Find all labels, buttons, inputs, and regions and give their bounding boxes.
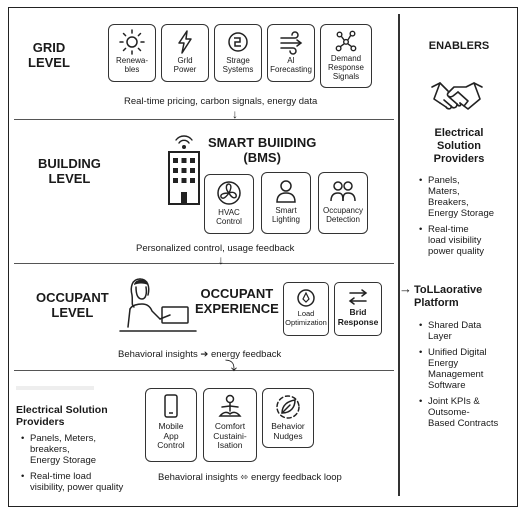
grid-tile-label: Strage Systems [222, 56, 254, 74]
divider-occupant-bottom [14, 370, 394, 371]
placeholder-bar [16, 386, 94, 390]
occupant-caption: Behavioral insights ➔ energy feedback [118, 349, 282, 360]
building-level-label: BUILDING LEVEL [38, 156, 101, 186]
bottom-tile-label: Mobile App Control [157, 421, 185, 450]
divider-grid-building [14, 119, 394, 120]
people-icon [330, 181, 356, 202]
grid-tile-label: Renewa- bles [115, 56, 148, 74]
bottom-providers-heading: Electrical Solution Providers [16, 404, 108, 428]
grid-level-label: GRID LEVEL [28, 40, 70, 70]
fan-icon [217, 181, 241, 205]
building-tile-label: HVAC Control [216, 208, 242, 226]
bottom-tile-nudges: Behavior Nudges [262, 388, 314, 448]
building-tile-label: Occupancy Detection [322, 206, 364, 224]
smart-building-title: SMART BUIIDING (BMS) [208, 135, 317, 165]
grid-tile-storage: Strage Systems [214, 24, 262, 82]
sun-icon [119, 29, 145, 55]
enablers-providers-heading: Electrical Solution Providers [433, 127, 485, 165]
list-item: Shared Data Layer [419, 320, 523, 342]
enablers-platform-list: Shared Data Layer Unified Digital Energy… [418, 320, 523, 434]
dial-icon [297, 289, 315, 307]
brid-response-label: Brid Response [337, 307, 379, 327]
enablers-title: ENABLERS [428, 40, 490, 52]
bottom-tile-mobile: Mobile App Control [145, 388, 197, 462]
occupant-experience-title: OCCUPANT EXPERIENCE [195, 286, 279, 316]
bottom-caption: Behavioral insights ⬄ energy feedback lo… [158, 472, 342, 483]
enablers-providers-list: Panels, Maters, Breakers, Energy Storage… [418, 175, 523, 262]
bottom-tile-label: Behavior Nudges [271, 421, 305, 441]
phone-icon [164, 394, 178, 418]
building-tile-label: Smart Lighting [271, 206, 301, 224]
list-item: Unified Digital Energy Management Softwa… [419, 347, 523, 391]
grid-tile-label: Demand Response Signals [327, 54, 365, 81]
grid-tile-label: Grld Power [173, 56, 197, 74]
building-tile-hvac: HVAC Control [204, 174, 254, 234]
storage-gear-icon [228, 32, 248, 52]
leaf-icon [276, 395, 300, 419]
list-item: Real-time load visibility, power quality [21, 471, 160, 493]
lightning-icon [178, 30, 192, 54]
down-arrow-icon: ↓ [232, 107, 238, 121]
building-caption: Personalized control, usage feedback [136, 243, 295, 254]
grid-tile-renewables: Renewa- bles [108, 24, 156, 82]
occupant-level-label: OCCUPANT LEVEL [36, 290, 109, 320]
enablers-platform-heading: ToLLaorative Platform [414, 284, 483, 309]
person-laptop-icon [119, 278, 197, 332]
grid-caption: Real-time pricing, carbon signals, energ… [124, 96, 318, 107]
diagram-frame [8, 7, 518, 507]
right-arrow-icon: → [399, 281, 412, 296]
load-optimization-label: Load Optimization [285, 309, 327, 327]
building-icon [168, 135, 200, 205]
swap-arrows-icon [348, 289, 368, 305]
bottom-tile-comfort: Comfort Custaini- Isation [203, 388, 257, 462]
grid-tile-ai-forecasting: AI Forecasting [267, 24, 315, 82]
network-nodes-icon [335, 30, 357, 52]
grid-tile-grid-power: Grld Power [161, 24, 209, 82]
person-icon [276, 180, 296, 203]
down-arrow-icon: ↓ [218, 253, 224, 267]
grid-tile-label: AI Forecasting [270, 56, 312, 74]
bottom-providers-list: Panels, Meters, breakers, Energy Storage… [20, 433, 160, 498]
divider-building-occupant [14, 263, 394, 264]
building-tile-occupancy: Occupancy Detection [318, 172, 368, 234]
list-item: Panels, Meters, breakers, Energy Storage [21, 433, 160, 466]
grid-tile-demand-response: Demand Response Signals [320, 24, 372, 88]
vertical-divider [398, 14, 400, 496]
forecast-wind-icon [280, 31, 303, 55]
load-optimization-tile: Load Optimization [283, 282, 329, 336]
list-item: Joint KPIs & Outsome- Based Contracts [419, 396, 523, 429]
down-arrow-icon: ⤵ [225, 359, 238, 373]
handshake-icon [431, 82, 483, 110]
list-item: Panels, Maters, Breakers, Energy Storage [419, 175, 523, 219]
building-tile-lighting: Smart Lighting [261, 172, 311, 234]
bottom-tile-label: Comfort Custaini- Isation [213, 421, 247, 450]
brid-response-tile: Brid Response [334, 282, 382, 336]
list-item: Real-time load visibility power quality [419, 224, 523, 257]
meditation-icon [218, 394, 242, 417]
